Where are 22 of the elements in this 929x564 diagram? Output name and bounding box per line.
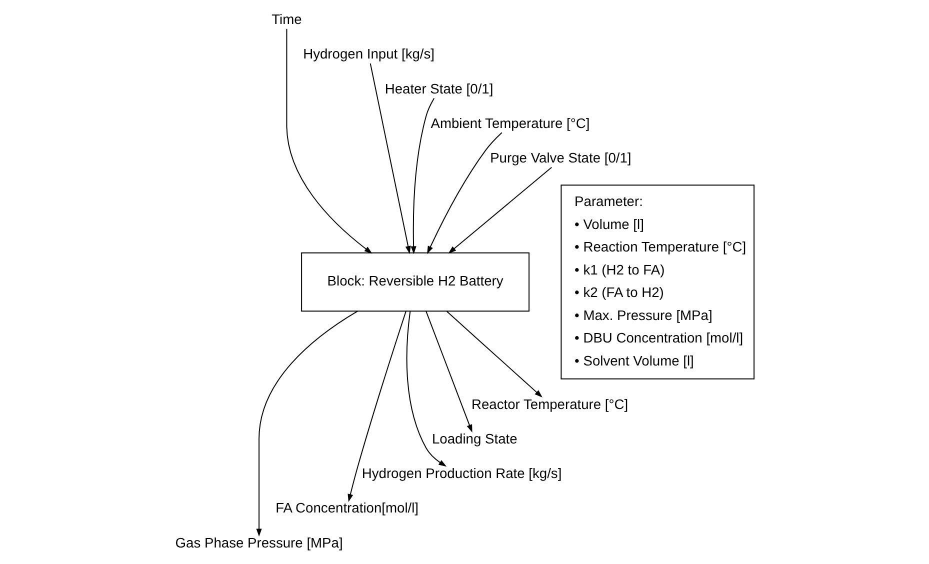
arrow [406,310,446,467]
node-text: Heater State [0/1] [384,80,493,96]
arrow [410,98,434,254]
arrow [425,310,472,433]
node-text: Time [271,11,302,28]
arrow [448,166,552,254]
node-text: Gas Phase Pressure [MPa] [174,534,342,550]
node-text: FA Concentration[mol/l] [275,500,418,516]
arrow [286,28,372,254]
arrow [256,310,358,537]
node-box: Parameter: • Volume [l] • Reaction Temperature [°C] • k1 (H2 to FA) • k2 (FA to H2) • Max. Pressure [MPa] • DBU Concentration [mol/l] • Solvent Volume [l] [560,184,754,380]
arrow [369,63,410,254]
node-text: Purge Valve State [0/1] [490,150,631,166]
node-text: Hydrogen Production Rate [kg/s] [361,465,562,482]
arrow [426,132,502,254]
node-text: Hydrogen Input [kg/s] [302,46,434,62]
arrow [446,310,542,398]
node-text: Reactor Temperature [°C] [470,396,628,412]
node-text: Ambient Temperature [°C] [430,114,590,131]
arrow [347,310,406,502]
node-box: Block: Reversible H2 Battery [300,252,530,312]
node-text: Loading State [431,430,517,446]
